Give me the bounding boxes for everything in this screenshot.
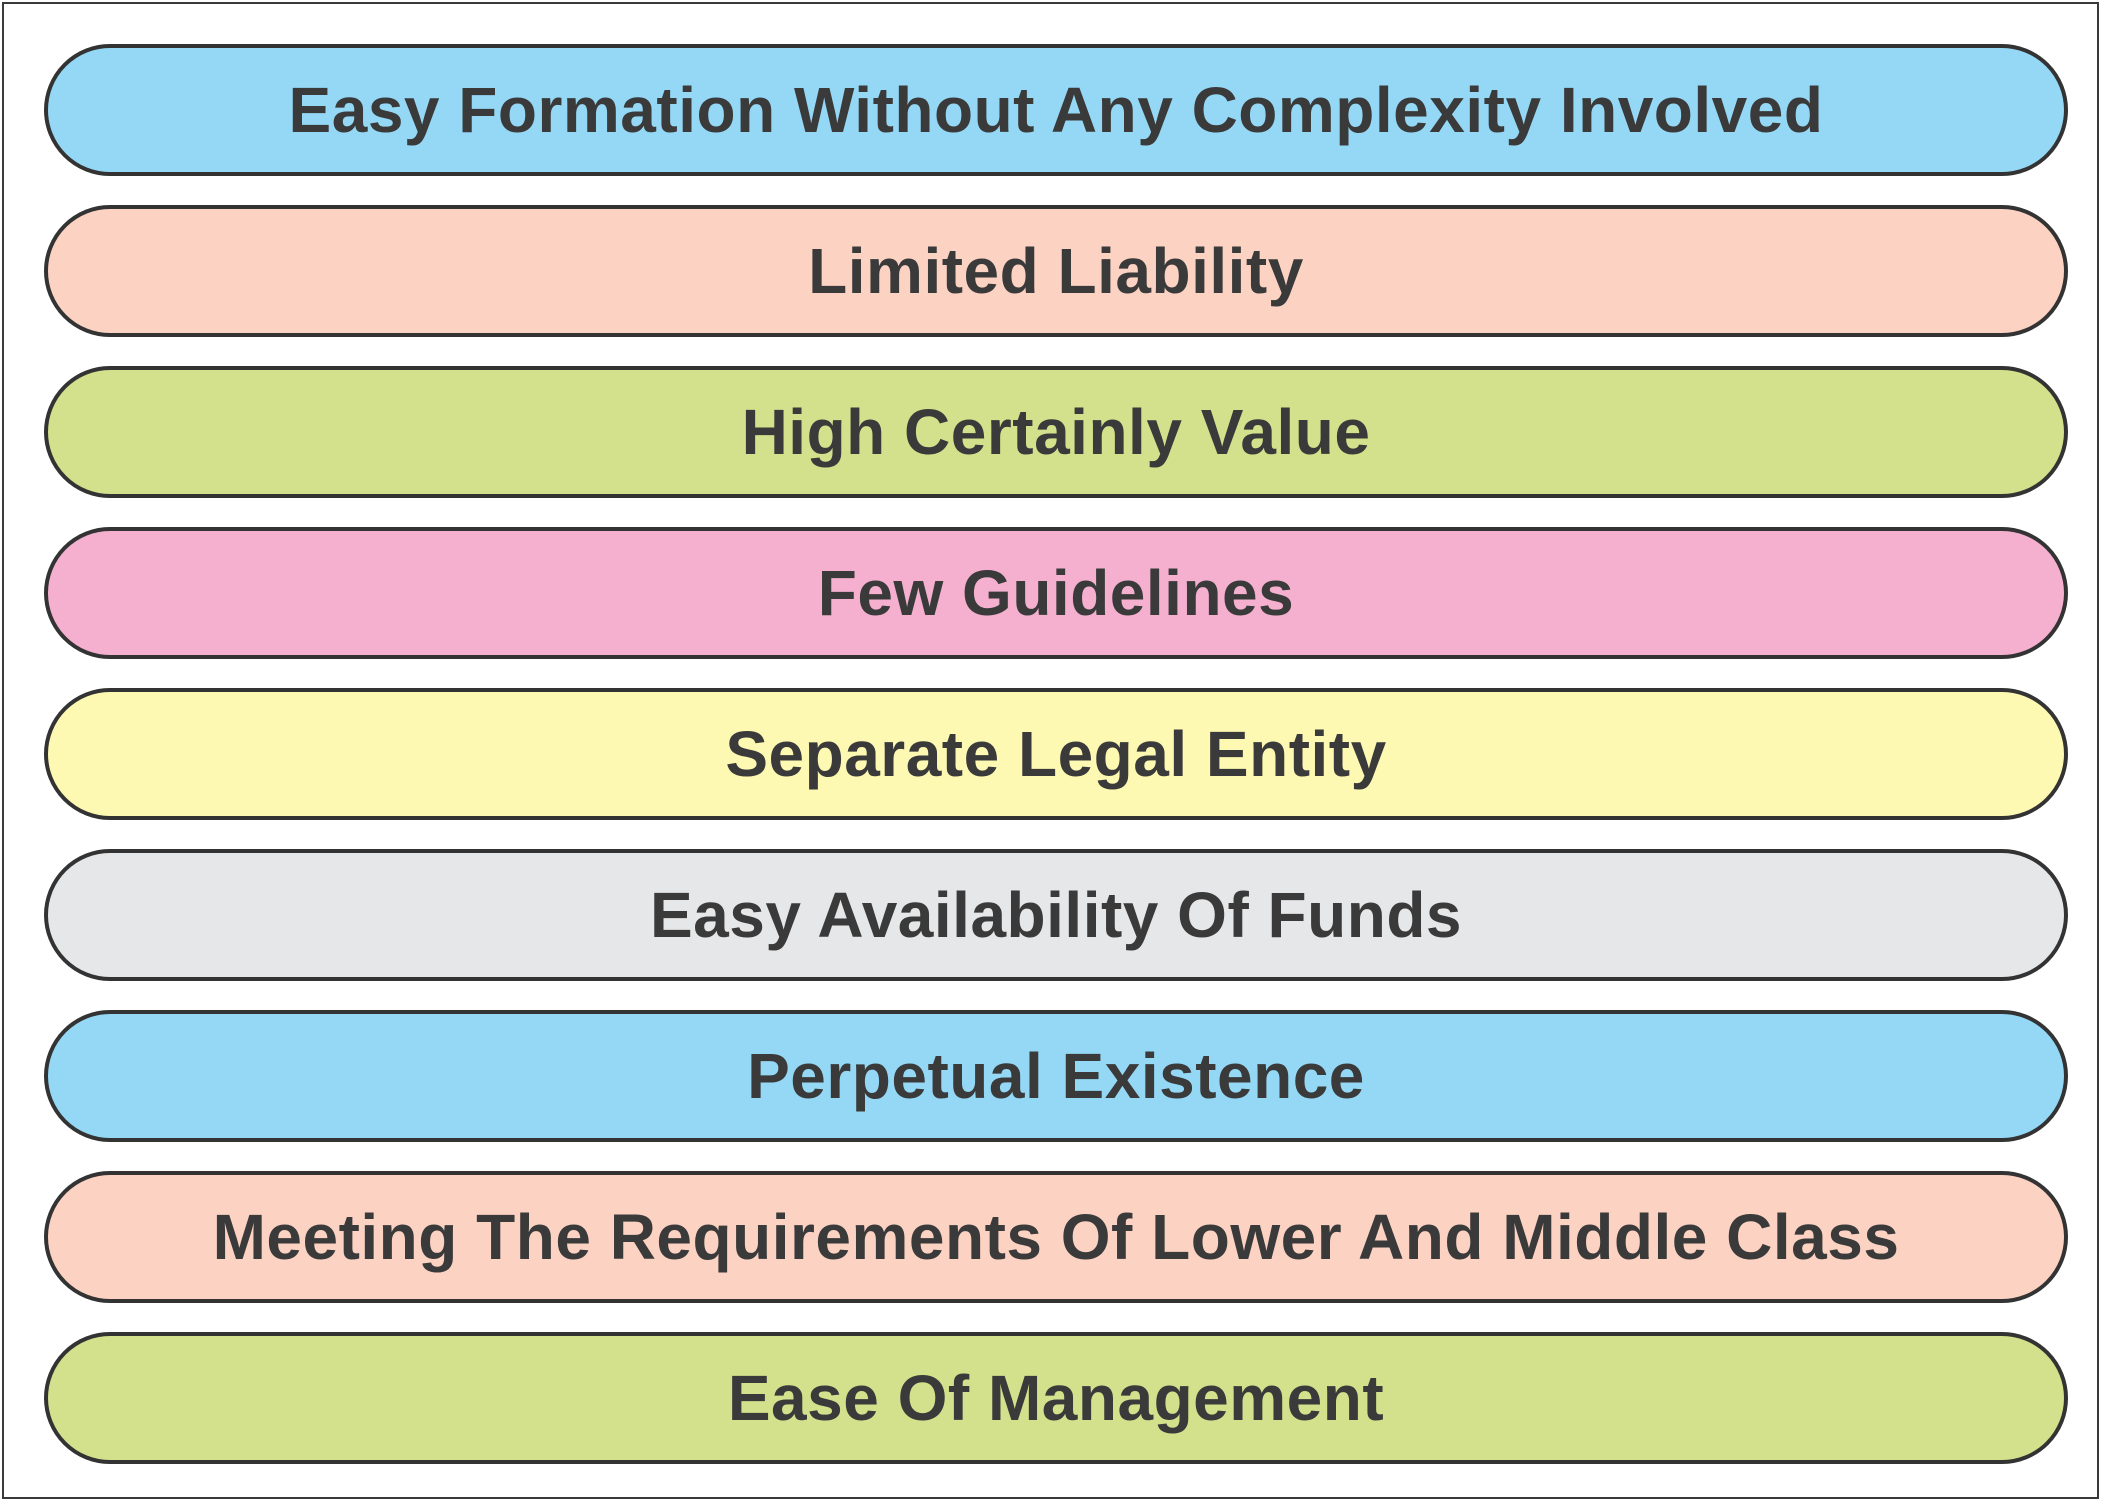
feature-label: Ease Of Management xyxy=(727,1362,1385,1434)
feature-pill: Perpetual Existence xyxy=(44,1010,2068,1142)
feature-pill: Ease Of Management xyxy=(44,1332,2068,1464)
feature-pill: Easy Formation Without Any Complexity In… xyxy=(44,44,2068,176)
feature-pill: Meeting The Requirements Of Lower And Mi… xyxy=(44,1171,2068,1303)
feature-pill: High Certainly Value xyxy=(44,366,2068,498)
feature-label: Separate Legal Entity xyxy=(725,718,1387,790)
feature-label: Meeting The Requirements Of Lower And Mi… xyxy=(212,1201,1900,1273)
feature-label: Easy Formation Without Any Complexity In… xyxy=(288,74,1824,146)
feature-label: Few Guidelines xyxy=(817,557,1295,629)
feature-pill: Easy Availability Of Funds xyxy=(44,849,2068,981)
feature-pill: Limited Liability xyxy=(44,205,2068,337)
feature-label: Limited Liability xyxy=(808,235,1304,307)
feature-label: Easy Availability Of Funds xyxy=(649,879,1463,951)
feature-label: Perpetual Existence xyxy=(747,1040,1365,1112)
feature-pill: Separate Legal Entity xyxy=(44,688,2068,820)
feature-list: Easy Formation Without Any Complexity In… xyxy=(44,44,2068,1468)
feature-pill: Few Guidelines xyxy=(44,527,2068,659)
feature-label: High Certainly Value xyxy=(741,396,1371,468)
